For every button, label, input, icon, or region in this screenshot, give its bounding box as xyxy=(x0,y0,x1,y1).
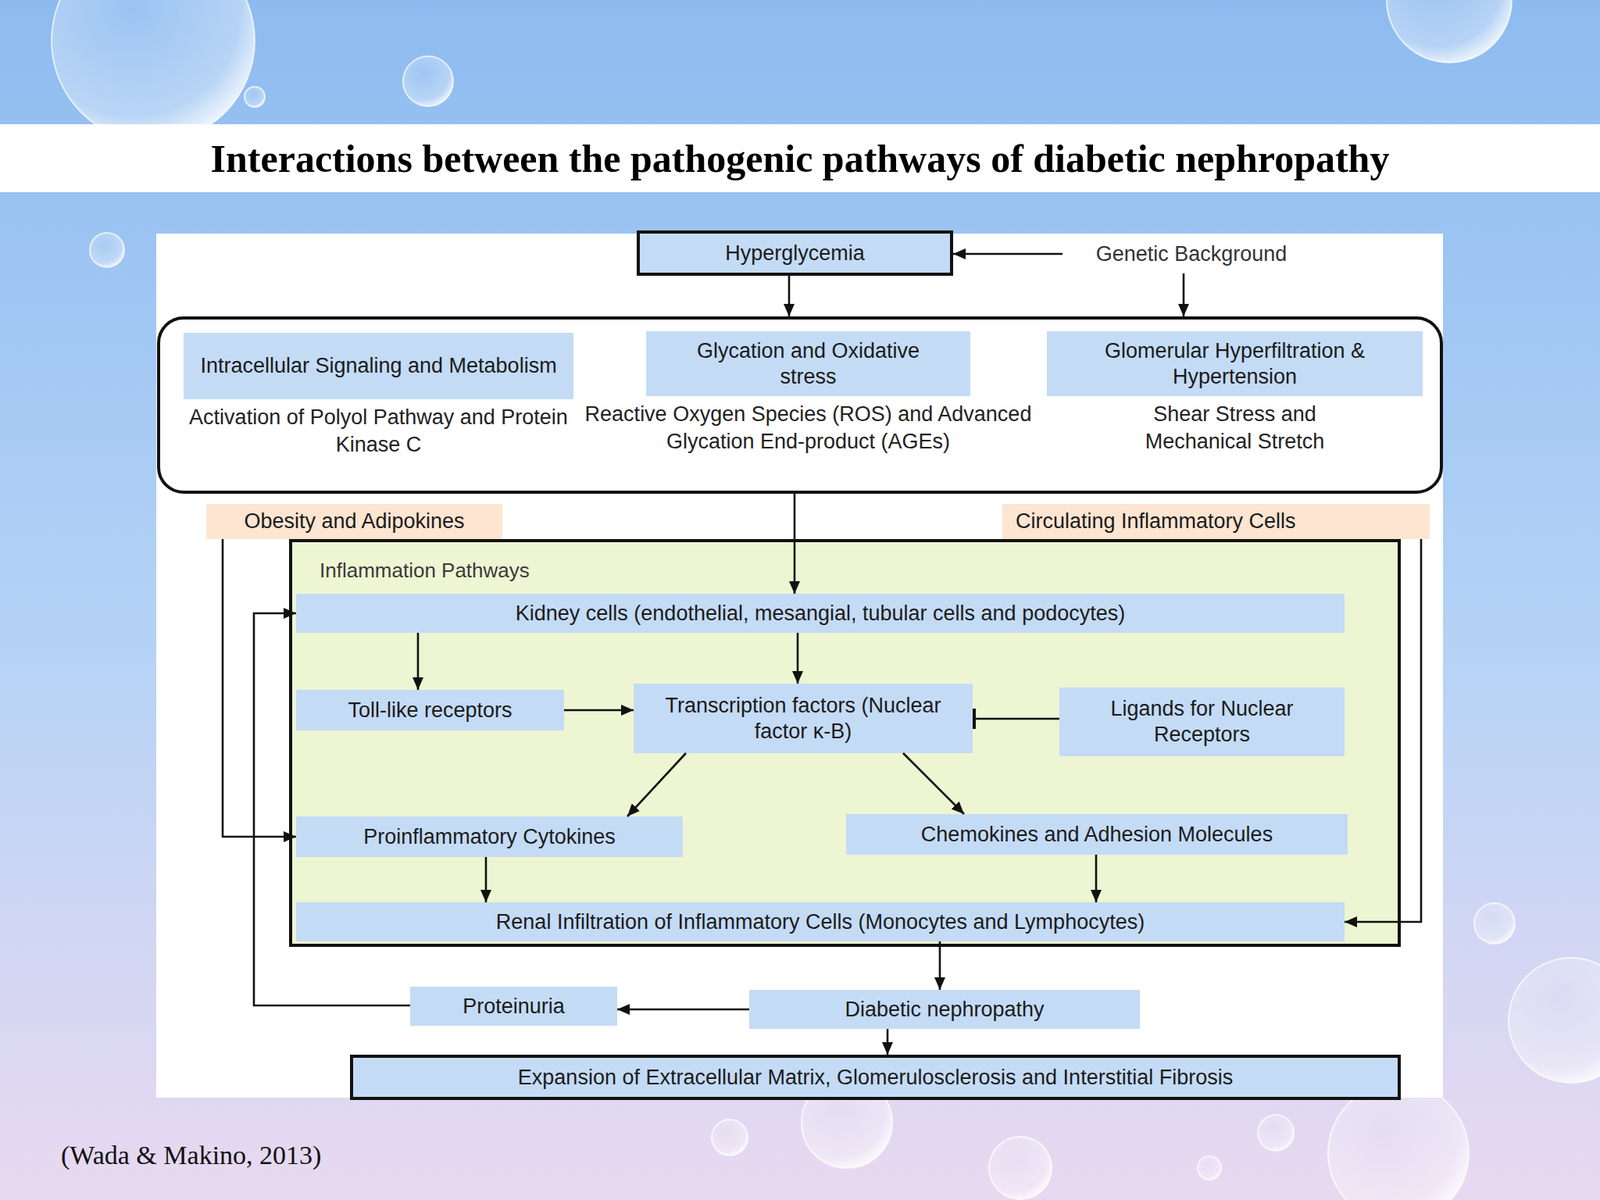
connector-arrow xyxy=(222,539,297,837)
column-heading: Glomerular Hyperfiltration & Hypertensio… xyxy=(1046,331,1423,397)
column-heading: Intracellular Signaling and Metabolism xyxy=(183,332,574,400)
column-body: Shear Stress and Mechanical Stretch xyxy=(1106,400,1365,456)
process-box: Renal Infiltration of Inflammatory Cells… xyxy=(296,902,1345,942)
pathway-column: Glomerular Hyperfiltration & Hypertensio… xyxy=(1046,331,1423,397)
water-drop xyxy=(89,232,125,268)
process-box: Transcription factors (Nuclear factor κ-… xyxy=(633,683,973,754)
box-label: Hyperglycemia xyxy=(717,240,873,267)
rounded-group: Intracellular Signaling and MetabolismAc… xyxy=(157,316,1443,494)
factor-band: Obesity and Adipokines xyxy=(206,503,503,540)
process-box: Proteinuria xyxy=(410,986,618,1026)
column-body: Reactive Oxygen Species (ROS) and Advanc… xyxy=(583,400,1033,456)
box-label: Genetic Background xyxy=(1096,241,1288,268)
connector-arrow xyxy=(972,717,1060,721)
connector-arrow xyxy=(417,632,420,690)
water-drop xyxy=(1328,1082,1469,1200)
box-label: Proteinuria xyxy=(456,993,572,1020)
connector-arrow xyxy=(939,941,942,990)
box-label: Ligands for Nuclear Receptors xyxy=(1059,696,1345,748)
connector-arrow xyxy=(953,253,1063,256)
slide-title: Interactions between the pathogenic path… xyxy=(0,124,1600,193)
connector-arrow xyxy=(564,709,634,712)
box-label: Chemokines and Adhesion Molecules xyxy=(914,821,1279,848)
box-label: Renal Infiltration of Inflammatory Cells… xyxy=(488,909,1153,936)
connector-arrow xyxy=(796,632,800,684)
water-drop xyxy=(51,0,255,143)
process-box: Toll-like receptors xyxy=(296,689,565,731)
pathway-column: Glycation and Oxidative stressReactive O… xyxy=(646,331,971,397)
water-drop xyxy=(403,56,454,107)
column-body: Activation of Polyol Pathway and Protein… xyxy=(175,403,583,459)
connector-arrow xyxy=(1182,273,1186,317)
box-label: Kidney cells (endothelial, mesangial, tu… xyxy=(507,600,1133,627)
citation-caption: (Wada & Makino, 2013) xyxy=(60,1140,322,1171)
box-label: Diabetic nephropathy xyxy=(838,996,1050,1023)
connector-arrow xyxy=(253,613,411,1006)
water-drop xyxy=(1257,1114,1294,1151)
box-label: Transcription factors (Nuclear factor κ-… xyxy=(633,692,973,745)
connector-arrow xyxy=(617,1008,750,1011)
process-box: Diabetic nephropathy xyxy=(749,989,1140,1029)
pathway-column: Intracellular Signaling and MetabolismAc… xyxy=(183,332,574,400)
water-drop xyxy=(1474,903,1515,944)
process-box: Chemokines and Adhesion Molecules xyxy=(846,814,1348,855)
connector-arrow xyxy=(793,493,797,594)
text-node: Genetic Background xyxy=(1062,234,1321,274)
box-label: Proinflammatory Cytokines xyxy=(357,824,622,850)
water-drop xyxy=(989,1136,1052,1200)
connector-arrow xyxy=(886,1028,890,1055)
process-box: Ligands for Nuclear Receptors xyxy=(1059,687,1345,757)
box-label: Toll-like receptors xyxy=(341,697,518,724)
inflammation-group: Inflammation PathwaysKidney cells (endot… xyxy=(289,539,1401,947)
figure-panel xyxy=(156,233,1443,1098)
water-drop xyxy=(1386,0,1512,63)
column-heading: Glycation and Oxidative stress xyxy=(646,331,971,397)
box-label: Obesity and Adipokines xyxy=(243,508,465,535)
key-box: Expansion of Extracellular Matrix, Glome… xyxy=(350,1054,1401,1100)
connector-arrow xyxy=(1344,539,1422,922)
connector-arrow xyxy=(485,857,488,903)
connector-arrow xyxy=(788,275,791,317)
process-box: Proinflammatory Cytokines xyxy=(296,816,683,858)
factor-band: Circulating Inflammatory Cells xyxy=(1002,503,1430,540)
group-heading: Inflammation Pathways xyxy=(319,557,530,584)
key-box: Hyperglycemia xyxy=(636,230,954,276)
box-label: Expansion of Extracellular Matrix, Glome… xyxy=(510,1064,1241,1091)
process-box: Kidney cells (endothelial, mesangial, tu… xyxy=(296,593,1345,633)
connector-arrow xyxy=(627,753,686,817)
title-band xyxy=(0,124,1600,193)
connector-arrow xyxy=(903,753,965,815)
water-drop xyxy=(711,1119,748,1156)
water-drop xyxy=(1197,1156,1222,1180)
box-label: Circulating Inflammatory Cells xyxy=(1002,508,1297,535)
water-drop xyxy=(1508,957,1600,1083)
connector-arrow xyxy=(1095,854,1098,903)
water-drop xyxy=(244,86,265,108)
